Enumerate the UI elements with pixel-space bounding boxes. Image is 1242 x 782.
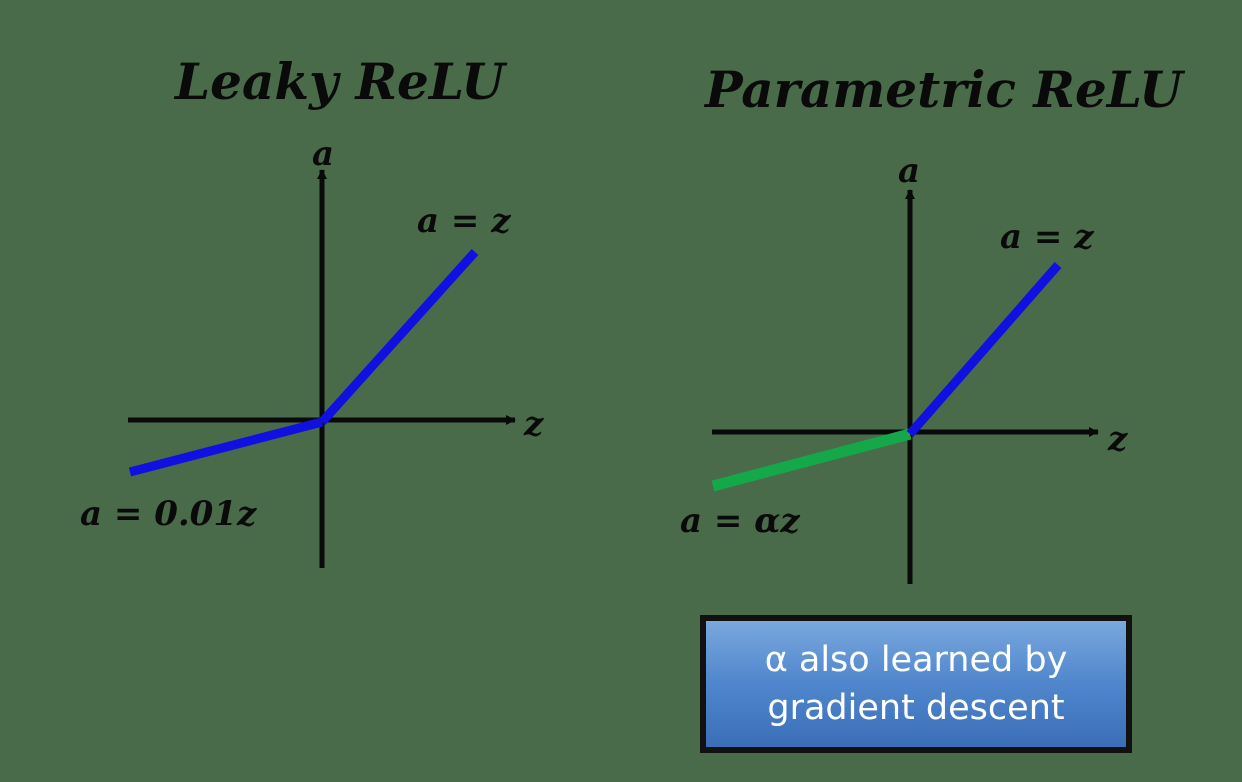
left-positive-line (318, 248, 479, 426)
right-positive-line (906, 262, 1062, 437)
note-text: α also learned by gradient descent (764, 640, 1068, 728)
left-negative-eq: a = 0.01z (80, 494, 257, 534)
leaky-relu-plot: a z a = z a = 0.01z (80, 134, 544, 568)
right-negative-line (711, 428, 912, 492)
left-y-axis-label: a (312, 134, 334, 174)
note-box: α also learned by gradient descent (700, 615, 1132, 753)
left-negative-line (128, 417, 324, 477)
right-x-axis-label: z (1107, 419, 1128, 459)
left-positive-eq: a = z (417, 201, 511, 241)
right-negative-eq: a = αz (680, 501, 800, 541)
parametric-relu-title: Parametric ReLU (705, 60, 1183, 119)
leaky-relu-title: Leaky ReLU (175, 52, 505, 111)
parametric-relu-plot: a z a = z a = αz (680, 151, 1128, 584)
right-y-axis-label: a (898, 151, 920, 191)
left-x-axis-label: z (523, 404, 544, 444)
right-positive-eq: a = z (1000, 217, 1094, 257)
